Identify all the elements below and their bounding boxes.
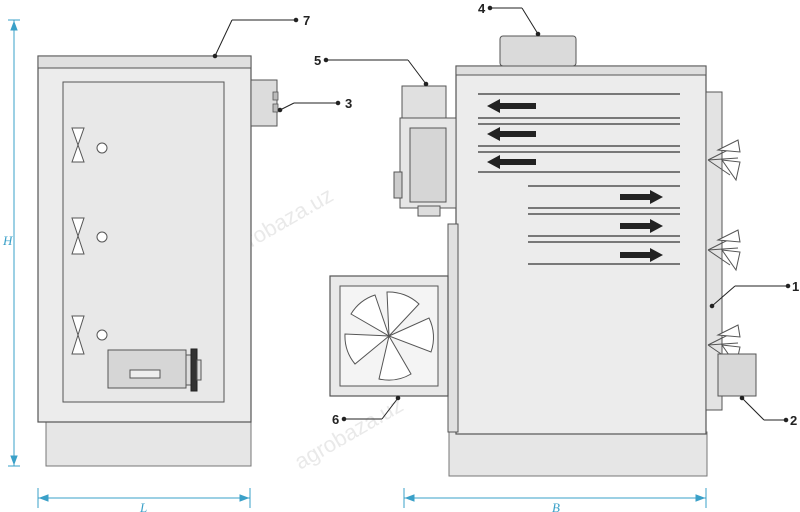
- arrow-right-icon: [620, 248, 663, 262]
- airflow-channels: [478, 93, 680, 265]
- indicator-icon: [96, 142, 108, 154]
- callout-3: [277, 100, 341, 113]
- arrow-left-icon: [487, 127, 536, 141]
- indicator-icon: [96, 231, 108, 243]
- control-box: [250, 79, 278, 127]
- callout-label-7: 7: [303, 13, 310, 28]
- front-base: [45, 419, 252, 467]
- side-view: [329, 35, 757, 477]
- arrow-right-icon: [620, 190, 663, 204]
- damper-icon: [71, 217, 85, 255]
- outlet-panel: [705, 91, 723, 411]
- fan-motor-foot: [417, 205, 441, 217]
- callout-4: [487, 5, 541, 37]
- arrow-right-icon: [620, 219, 663, 233]
- indicator-icon: [96, 329, 108, 341]
- dimension-l: [37, 488, 251, 508]
- burner-housing: [107, 349, 187, 389]
- front-view: [37, 55, 279, 467]
- height-label: H: [2, 233, 13, 248]
- fan-motor-top: [401, 85, 447, 121]
- width-label: B: [552, 500, 560, 512]
- burner-plate: [190, 348, 198, 392]
- control-box-knob: [272, 103, 279, 113]
- callout-7: [212, 17, 299, 59]
- damper-icon: [71, 127, 85, 163]
- damper-icon: [71, 315, 85, 355]
- dimension-h: [8, 19, 20, 467]
- dimension-b: [403, 488, 707, 508]
- watermark: agrobaza.uz: [290, 392, 407, 474]
- burner-slot: [129, 369, 161, 379]
- callout-label-3: 3: [345, 96, 352, 111]
- control-box-knob: [272, 91, 279, 101]
- callout-label-6: 6: [332, 412, 339, 427]
- callout-label-1: 1: [792, 279, 799, 294]
- callout-6: [341, 395, 401, 422]
- callout-label-5: 5: [314, 53, 321, 68]
- burner-nozzle: [196, 359, 202, 381]
- side-body: [455, 65, 707, 435]
- louvre-icon: [707, 139, 741, 182]
- fan-icon: [344, 291, 434, 381]
- fan-motor-core: [409, 127, 447, 203]
- flue-outlet: [499, 35, 577, 67]
- callout-2: [739, 395, 789, 423]
- louvre-icon: [707, 229, 741, 272]
- arrow-left-icon: [487, 99, 536, 113]
- callout-5: [323, 57, 429, 87]
- arrow-left-icon: [487, 155, 536, 169]
- fan-motor-terminal: [393, 171, 403, 199]
- fan-duct: [447, 223, 459, 433]
- side-top-band: [455, 65, 707, 76]
- side-burner-box: [717, 353, 757, 397]
- callout-label-2: 2: [790, 413, 797, 428]
- front-door-panel: [62, 81, 225, 403]
- callout-label-4: 4: [478, 1, 486, 16]
- front-top-band: [37, 55, 252, 69]
- callout-1: [709, 283, 791, 309]
- length-label: L: [139, 500, 147, 512]
- side-base: [448, 431, 708, 477]
